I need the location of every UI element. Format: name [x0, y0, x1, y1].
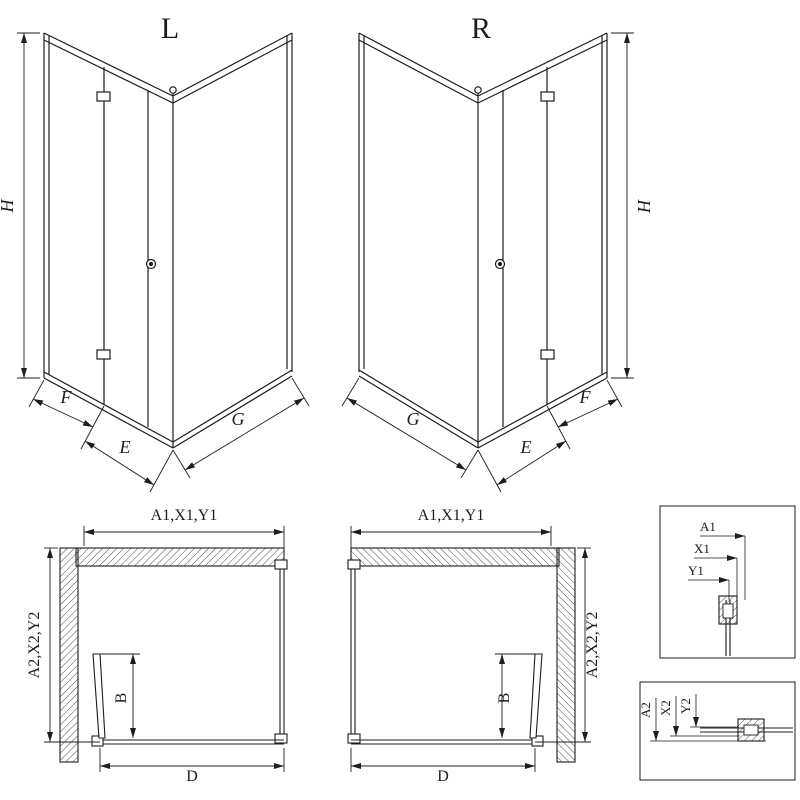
plan-right-b-dim-label: B — [496, 693, 513, 704]
plan-view-left: A1,X1,Y1 A2,X2,Y2 B D — [26, 507, 287, 785]
dim-label-h-right: H — [634, 199, 654, 214]
view-title-right: R — [471, 12, 491, 45]
iso-right-geometry — [342, 33, 634, 492]
detail-a1-label: A1 — [700, 519, 716, 534]
detail-profile-bottom: A2 X2 Y2 — [638, 681, 796, 781]
plan-left-top-dim-label: A1,X1,Y1 — [151, 507, 218, 524]
dim-label-e-right: E — [520, 437, 532, 457]
dim-label-g-right: G — [407, 409, 420, 429]
detail-a2-label: A2 — [638, 702, 653, 718]
plan-right-top-dim-label: A1,X1,Y1 — [418, 507, 485, 524]
detail-x2-label: X2 — [658, 700, 673, 716]
iso-view-right: R H F E G — [342, 12, 654, 492]
plan-right-side-dim-label: A2,X2,Y2 — [584, 612, 601, 679]
view-title-left: L — [161, 12, 179, 45]
plan-right-d-dim-label: D — [437, 768, 449, 785]
detail-profile-top: A1 X1 Y1 — [659, 505, 796, 659]
plan-view-right: A1,X1,Y1 A2,X2,Y2 B D — [348, 507, 601, 785]
dim-label-h-left: H — [0, 199, 17, 214]
plan-right-geometry — [348, 526, 591, 772]
iso-left-geometry — [17, 33, 309, 492]
detail-y2-label: Y2 — [678, 698, 693, 714]
plan-left-geometry — [44, 526, 287, 772]
detail-x1-label: X1 — [694, 541, 710, 556]
dim-label-g-left: G — [232, 409, 245, 429]
dim-label-e-left: E — [119, 437, 131, 457]
plan-left-d-dim-label: D — [186, 768, 198, 785]
plan-left-side-dim-label: A2,X2,Y2 — [26, 612, 43, 679]
iso-view-left: L H F E G — [0, 12, 309, 492]
dim-label-f-left: F — [60, 387, 73, 407]
dim-label-f-right: F — [579, 387, 592, 407]
detail-y1-label: Y1 — [688, 563, 704, 578]
plan-left-b-dim-label: B — [113, 693, 130, 704]
